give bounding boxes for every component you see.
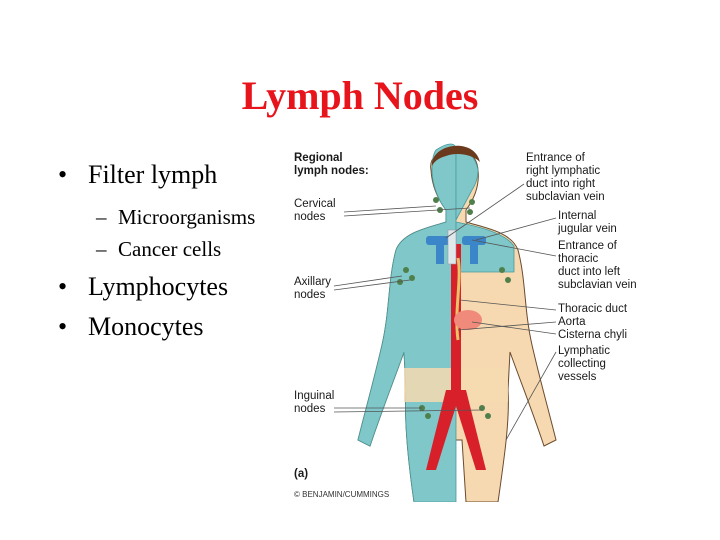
label-inguinal-nodes: Inguinal nodes — [294, 390, 335, 415]
label-internal-jugular-vein: Internal jugular vein — [558, 210, 617, 235]
bullet-text: Monocytes — [88, 312, 204, 341]
bullet-text: Lymphocytes — [88, 272, 229, 301]
bullet-filter-lymph: • Filter lymph — [58, 160, 217, 190]
figure-credit: © BENJAMIN/CUMMINGS — [294, 490, 390, 499]
bullet-lymphocytes: • Lymphocytes — [58, 272, 228, 302]
cisterna-chyli — [454, 310, 482, 330]
bullet-monocytes: • Monocytes — [58, 312, 204, 342]
label-aorta: Aorta — [558, 316, 586, 328]
panel-label: (a) — [294, 468, 309, 480]
sub-bullet-text: Cancer cells — [118, 237, 222, 261]
label-regional-lymph-nodes: Regional lymph nodes: — [294, 152, 369, 177]
label-cervical-nodes: Cervical nodes — [294, 198, 336, 223]
bullet-text: Filter lymph — [88, 160, 218, 189]
sub-bullet-cancer-cells: –Cancer cells — [96, 236, 221, 262]
label-cisterna-chyli: Cisterna chyli — [558, 329, 628, 341]
sub-bullet-text: Microorganisms — [118, 205, 256, 229]
trachea — [447, 229, 457, 265]
thoracic-duct — [455, 257, 461, 341]
sub-bullet-microorganisms: –Microorganisms — [96, 204, 255, 230]
bullet-marker: • — [58, 272, 68, 301]
bullet-marker: • — [58, 160, 68, 189]
body-illustration — [333, 143, 557, 502]
label-entrance-thoracic-duct: Entrance of thoracic duct into left subc… — [558, 240, 637, 291]
label-entrance-right-lymphatic-duct: Entrance of right lymphatic duct into ri… — [526, 152, 605, 203]
leader-lines — [333, 183, 557, 441]
label-lymphatic-collecting-vessels: Lymphatic collecting vessels — [558, 345, 610, 383]
hair — [431, 145, 480, 166]
lymphatic-system-figure: Regional lymph nodes: Cervical nodes Axi… — [286, 140, 658, 502]
sub-bullet-marker: – — [96, 205, 107, 229]
bullet-marker: • — [58, 312, 68, 341]
label-thoracic-duct: Thoracic duct — [558, 303, 628, 315]
label-axillary-nodes: Axillary nodes — [294, 276, 332, 301]
slide-title: Lymph Nodes — [241, 73, 479, 118]
sub-bullet-marker: – — [96, 237, 107, 261]
